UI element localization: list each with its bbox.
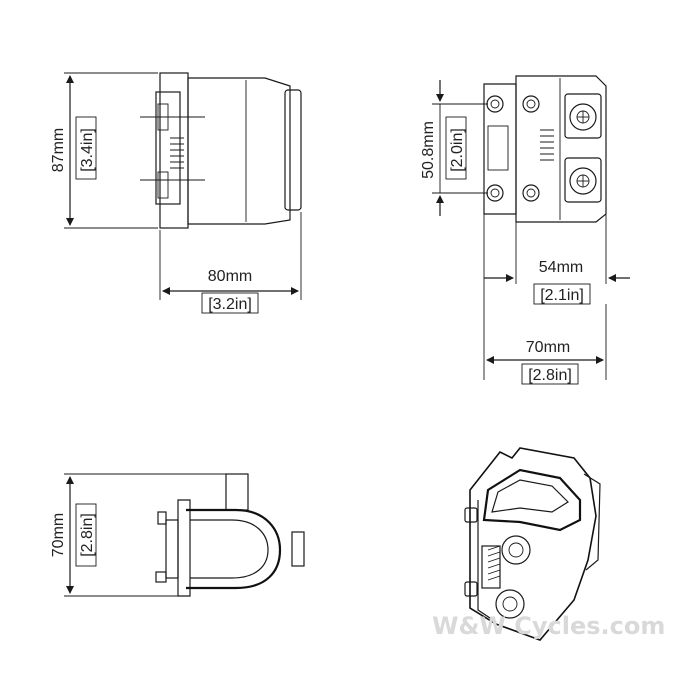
side-height-in-label: [3.4in] [79,128,96,172]
cooling-fins [170,137,184,169]
top-height-in-label: [2.8in] [79,513,96,557]
side-view: 87mm [3.4in] 80mm [3.2in] [50,72,302,314]
front-inner-width-in-label: [2.1in] [540,287,584,304]
front-height-in-label: [2.0in] [449,128,466,172]
iso-terminals [495,535,531,619]
isometric-view [464,447,601,641]
iso-bolts [464,507,478,597]
watermark: W&W Cycles.com [432,612,665,640]
side-width-mm-label: 80mm [208,268,252,285]
front-view: 50.8mm [2.0in] 54mm [2.1in] 70mm [2.8in] [420,75,630,385]
side-height-in-bracket [75,116,97,180]
side-height-mm-label: 87mm [50,128,67,172]
front-height-mm-label: 50.8mm [420,121,437,179]
front-terminals [564,93,602,203]
front-inner-width-mm-label: 54mm [539,259,583,276]
top-height-mm-label: 70mm [50,513,67,557]
front-bolts [486,95,540,202]
front-width-mm-label: 70mm [526,339,570,356]
watermark-text: W&W Cycles.com [432,612,665,640]
top-view: 70mm [2.8in] [50,473,305,597]
front-width-in-label: [2.8in] [528,367,572,384]
side-width-in-label: [3.2in] [208,296,252,313]
